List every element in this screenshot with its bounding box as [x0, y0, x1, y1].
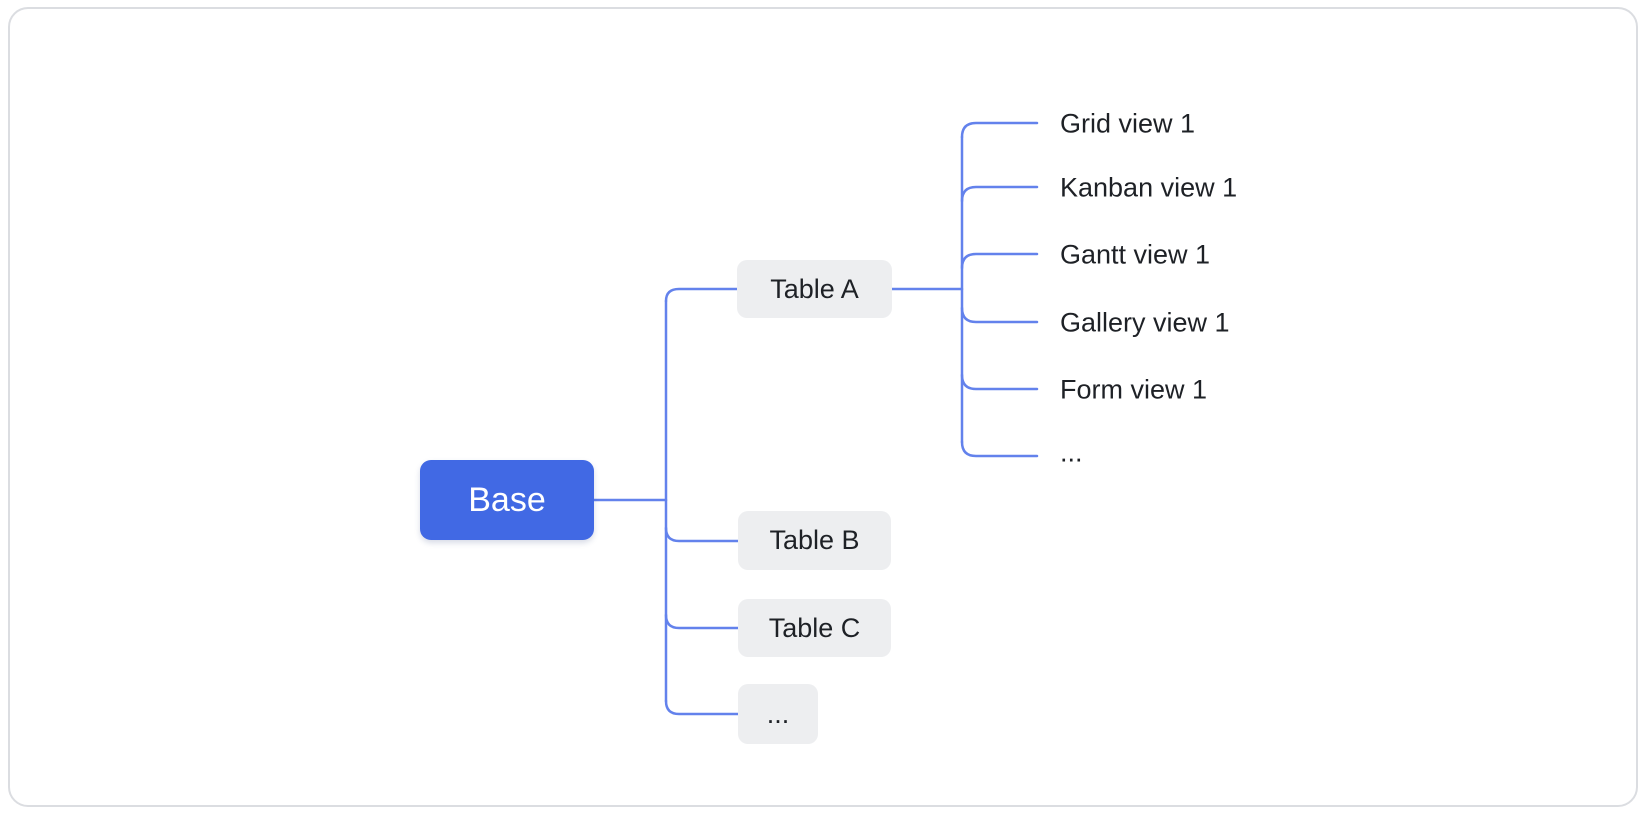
node-table-c: Table C [738, 599, 891, 657]
connector-lines [592, 121, 1039, 716]
connector-view-gantt [960, 252, 1039, 270]
connector-table-a [664, 287, 739, 303]
node-table-a: Table A [737, 260, 892, 318]
node-tables-ellipsis: ... [738, 684, 818, 744]
connector-view-gallery [960, 306, 1039, 324]
view-label-gantt: Gantt view 1 [1060, 239, 1211, 270]
connector-view-grid [960, 121, 1039, 139]
view-label-kanban: Kanban view 1 [1060, 172, 1238, 203]
view-label-grid: Grid view 1 [1060, 108, 1196, 139]
connector-table-c [664, 613, 740, 630]
connector-view-form [960, 373, 1039, 391]
node-table-b: Table B [738, 511, 891, 570]
view-label-form: Form view 1 [1060, 374, 1208, 405]
diagram-card: Base Table A Table B Table C ... Grid vi… [8, 7, 1638, 807]
view-label-gallery: Gallery view 1 [1060, 307, 1230, 338]
view-label-ellipsis: ... [1060, 437, 1083, 468]
connector-view-kanban [960, 185, 1039, 203]
connector-view-more [960, 440, 1039, 458]
node-base: Base [420, 460, 594, 540]
connector-table-b [664, 526, 740, 543]
connector-table-more [664, 699, 740, 716]
